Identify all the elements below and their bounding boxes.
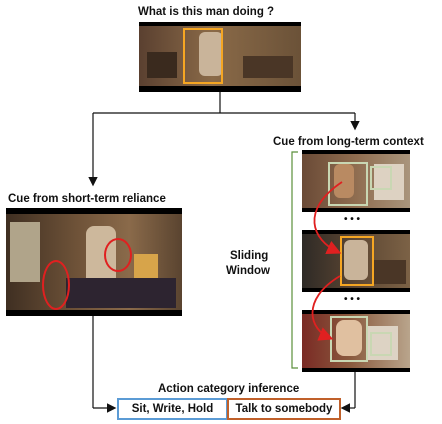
long-term-label: Cue from long-term context: [273, 136, 424, 148]
sliding-window-bracket: [291, 151, 298, 369]
short-term-result-box: Sit, Write, Hold: [117, 398, 228, 420]
context-highlight-box-4: [370, 332, 392, 356]
short-term-label: Cue from short-term reliance: [8, 193, 166, 205]
sliding-window-label-line1: Sliding: [230, 250, 269, 262]
split-connector: [88, 92, 360, 187]
long-term-result-box: Talk to somebody: [227, 398, 341, 420]
current-highlight-box: [340, 236, 374, 286]
context-highlight-box-2: [370, 166, 392, 190]
top-video-frame: [139, 22, 301, 92]
hand-highlight-circle: [104, 238, 132, 272]
context-frame-3: [302, 310, 410, 372]
person-highlight-box: [183, 28, 223, 84]
context-highlight-box-1: [328, 162, 368, 206]
inference-label: Action category inference: [158, 383, 300, 395]
context-frame-1: [302, 150, 410, 212]
attention-arrows: [311, 181, 343, 341]
context-frame-2: [302, 230, 410, 292]
sliding-window-label-line2: Window: [226, 265, 270, 277]
question-text: What is this man doing ?: [138, 6, 275, 18]
short-term-video-frame: [6, 208, 182, 316]
ellipsis-1: • • •: [344, 214, 361, 225]
ellipsis-2: • • •: [344, 294, 361, 305]
result-connectors: [92, 316, 356, 413]
chair-highlight-circle: [42, 260, 70, 310]
